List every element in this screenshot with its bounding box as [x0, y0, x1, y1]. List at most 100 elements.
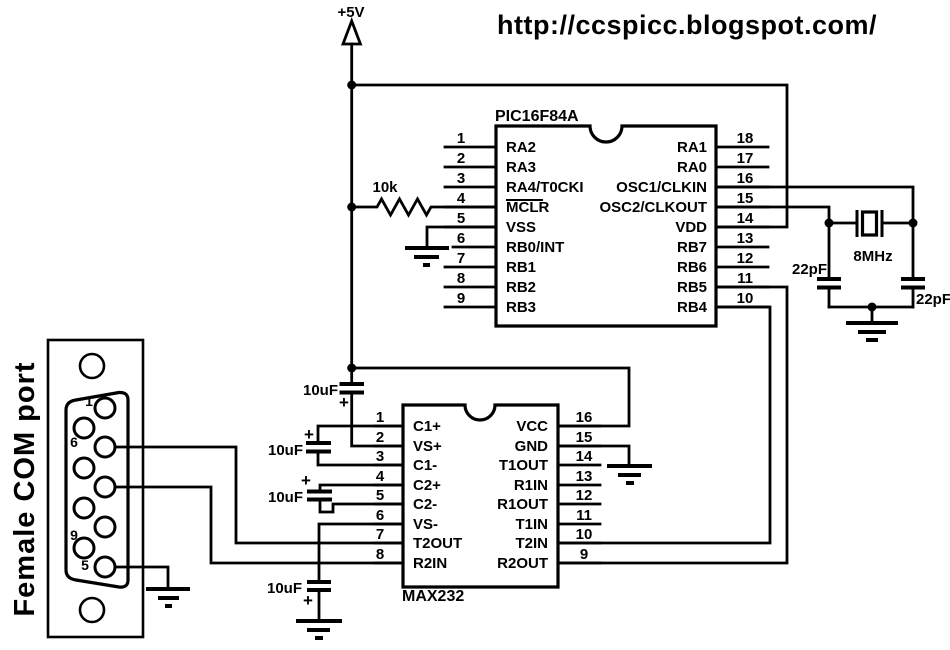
pin-number: 2 [457, 150, 465, 167]
pin-number: 15 [737, 190, 754, 207]
com-pin-hole [72, 496, 96, 520]
pin-number: 8 [457, 270, 465, 287]
pin-label: RB4 [677, 299, 708, 316]
pin-number: 17 [737, 150, 754, 167]
pin-label: VS- [413, 516, 438, 533]
power-arrow-icon [340, 17, 363, 46]
polarity-plus: + [301, 471, 311, 490]
com-pin-number: 9 [70, 527, 78, 543]
pin-number: 11 [737, 270, 753, 287]
junction-dot [347, 80, 357, 90]
max232-chip-body [401, 403, 560, 589]
crystal-label: 8MHz [853, 248, 892, 265]
capacitor-c1: + 10uF [268, 424, 405, 467]
pin-number: 5 [457, 210, 465, 227]
pin-label: RB5 [677, 279, 707, 296]
pin-label: VCC [516, 418, 548, 435]
cap22-left-label: 22pF [792, 261, 827, 278]
com5-ground [113, 565, 190, 608]
capacitor-label: 10uF [268, 442, 303, 459]
pin-label: R2IN [413, 555, 447, 572]
pin-label: VSS [506, 219, 536, 236]
com-port: Female COM port 1 6 9 5 [9, 338, 145, 639]
pin-label: R1OUT [497, 496, 548, 513]
gnd-wire [556, 444, 631, 466]
pin-number: 3 [457, 170, 465, 187]
pin-number: 1 [457, 130, 465, 147]
polarity-plus: + [303, 591, 313, 610]
pin-number: 6 [376, 507, 384, 524]
com-port-body [46, 338, 145, 639]
cap-leads [350, 366, 405, 448]
junction-dot [867, 302, 877, 312]
pin-number: 11 [576, 507, 592, 524]
capacitor-vs-minus: 10uF + [267, 522, 405, 640]
pin-number: 10 [737, 290, 754, 307]
pic-chip: PIC16F84A 1 2 3 4 5 6 7 8 9 RA2 RA3 RA4/ [443, 108, 770, 328]
pin-number: 18 [737, 130, 754, 147]
pin-label: RB0/INT [506, 239, 564, 256]
polarity-plus: + [339, 393, 349, 412]
pin-label: C2+ [413, 477, 441, 494]
pin-label: RA2 [506, 139, 536, 156]
pullup-resistor: 10k [350, 179, 498, 218]
com-pin-hole [93, 515, 117, 539]
pin-label: RA1 [677, 139, 707, 156]
pin-label: OSC1/CLKIN [616, 179, 707, 196]
capacitor-label: 10uF [267, 580, 302, 597]
com-pin-number: 6 [70, 434, 78, 450]
page-title: http://ccspicc.blogspot.com/ [497, 10, 877, 40]
pin-number: 4 [376, 468, 385, 485]
pin-label: C1+ [413, 418, 441, 435]
pin-number: 12 [737, 250, 754, 267]
capacitor-vs-plus: 10uF + [303, 366, 405, 448]
pin-label: MCLR [506, 199, 549, 216]
pin-label: RB2 [506, 279, 536, 296]
pin-label: R2OUT [497, 555, 548, 572]
crystal-circuit: 8MHz 22pF 22pF [714, 185, 950, 342]
pin-label: RB3 [506, 299, 536, 316]
pin-number: 4 [457, 190, 466, 207]
pin-number: 9 [457, 290, 465, 307]
pin-number: 6 [457, 230, 465, 247]
pin-number: 10 [576, 526, 593, 543]
pin-number: 15 [576, 429, 593, 446]
osc1-wire [714, 185, 915, 225]
crystal-icon [860, 210, 879, 237]
pin-label: T2IN [515, 535, 548, 552]
power-label: +5V [337, 4, 364, 21]
pin-label: VS+ [413, 438, 442, 455]
pic-chip-body [494, 124, 718, 328]
pin-label: R1IN [514, 477, 548, 494]
com-pin-hole [93, 396, 117, 420]
osc2-wire [714, 205, 831, 225]
com-pin-number: 1 [85, 393, 93, 409]
polarity-plus: + [304, 425, 314, 444]
pin-number: 2 [376, 429, 384, 446]
pin-number: 12 [576, 487, 593, 504]
junction-dot [824, 218, 834, 228]
cap-leads [316, 424, 405, 467]
pin-label: RB1 [506, 259, 536, 276]
pin-label: C2- [413, 496, 437, 513]
capacitor-label: 10uF [268, 489, 303, 506]
pin-number: 3 [376, 448, 384, 465]
resistor-zigzag [350, 196, 498, 218]
com-port-label: Female COM port [9, 361, 41, 616]
pin-number: 7 [376, 526, 384, 543]
wire-com3-r2in [113, 485, 405, 565]
com-pin-hole [93, 435, 117, 459]
pin-label: VDD [675, 219, 707, 236]
mounting-hole [78, 596, 106, 624]
pin-label: T1OUT [499, 457, 548, 474]
pin-number: 1 [376, 409, 384, 426]
pin-label: RA0 [677, 159, 707, 176]
capacitor-label: 10uF [303, 382, 338, 399]
pin-number: 14 [576, 448, 593, 465]
wire-rb5-r2out [556, 285, 789, 565]
wire-com2-t2out [113, 445, 405, 545]
pin-label: GND [515, 438, 549, 455]
junction-dot [908, 218, 918, 228]
cap-leads [318, 483, 405, 514]
